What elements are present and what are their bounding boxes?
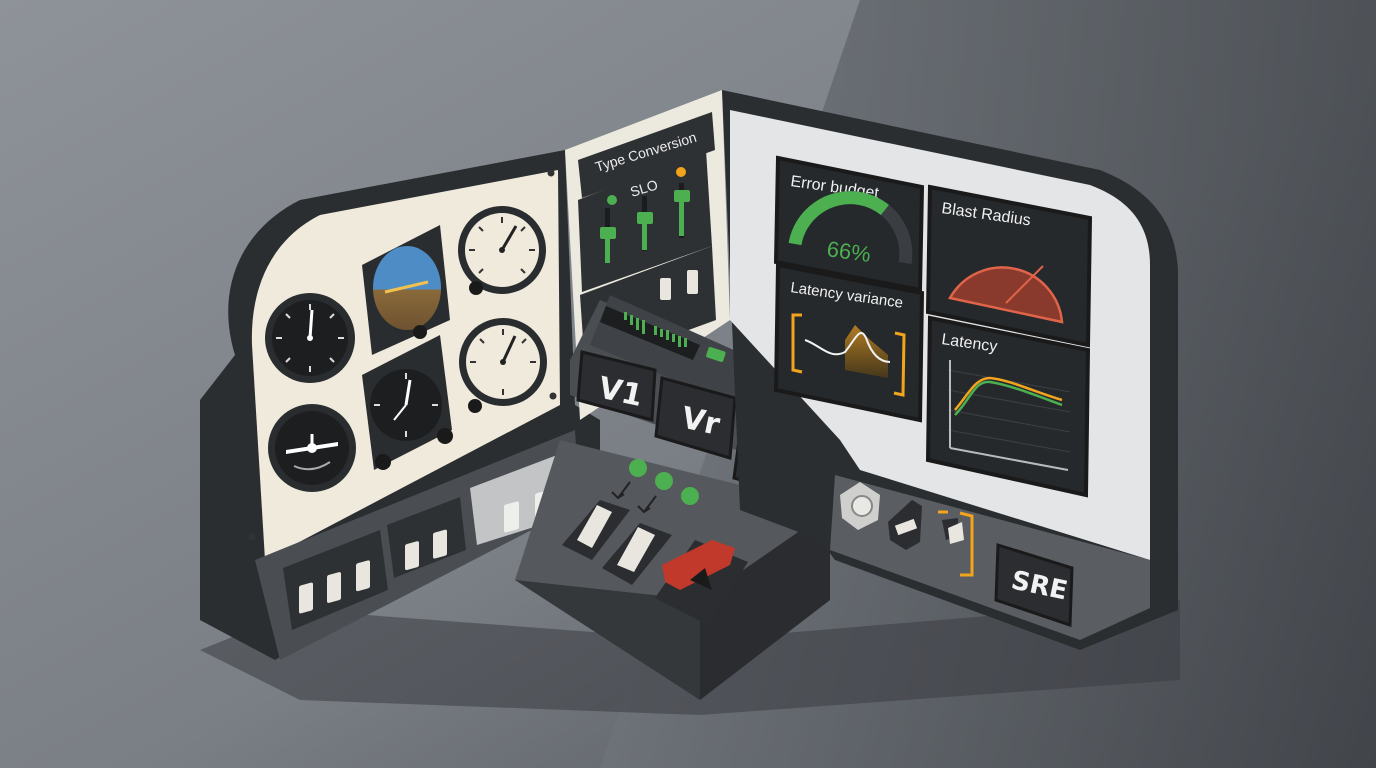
clock-gauge-icon <box>362 335 453 470</box>
indicator-light-icon <box>655 472 673 490</box>
error-budget-gauge-fill <box>788 191 913 265</box>
slo-slider[interactable] <box>600 208 616 263</box>
blast-radius-gauge <box>948 266 1064 324</box>
screw <box>549 392 557 400</box>
toggle-switch-icon[interactable] <box>687 270 698 294</box>
slo-slider[interactable] <box>674 183 690 238</box>
screw <box>547 169 555 177</box>
slo-slider[interactable] <box>637 196 653 251</box>
attitude-indicator-icon <box>362 225 450 355</box>
vr-button-label: Vr <box>678 401 723 443</box>
rotary-knob[interactable] <box>840 482 880 530</box>
toggle-switch-icon[interactable] <box>938 510 974 577</box>
turn-coordinator-icon <box>268 404 356 492</box>
toggle-switch-icon[interactable] <box>356 560 370 592</box>
vr-button[interactable]: Vr <box>654 376 737 460</box>
blast-radius-screen: Blast Radius <box>925 184 1093 348</box>
toggle-switch-icon[interactable] <box>327 572 341 604</box>
latency-screen: Latency <box>925 315 1091 498</box>
screw <box>248 533 256 541</box>
indicator-light-icon <box>629 459 647 477</box>
indicator-light-icon <box>676 167 686 177</box>
latency-variance-screen: Latency variance <box>773 262 925 423</box>
toggle-switch-icon[interactable] <box>504 501 519 533</box>
arrow-icon <box>611 481 631 500</box>
arrow-icon <box>637 495 657 514</box>
toggle-switch-icon[interactable] <box>888 500 922 550</box>
sre-button[interactable]: SRE <box>994 542 1074 628</box>
toggle-switch-icon[interactable] <box>405 541 419 571</box>
indicator-light-icon <box>706 346 726 362</box>
altimeter-icon <box>265 293 355 383</box>
vsi-icon <box>459 318 547 413</box>
indicator-light-icon <box>607 195 617 205</box>
error-budget-screen: Error budget 66% <box>773 155 925 293</box>
slo-label: SLO <box>628 176 660 200</box>
toggle-switch-icon[interactable] <box>562 500 630 560</box>
toggle-switch-icon[interactable] <box>602 523 672 585</box>
toggle-switch-icon[interactable] <box>299 582 313 614</box>
guarded-switch-icon[interactable] <box>655 540 748 625</box>
airspeed-icon <box>458 206 546 295</box>
toggle-switch-icon[interactable] <box>433 529 447 559</box>
indicator-light-icon <box>681 487 699 505</box>
error-budget-value: 66% <box>825 236 872 267</box>
v1-button[interactable]: V1 <box>576 350 657 422</box>
level-meter-bars <box>624 312 687 347</box>
toggle-switch-icon[interactable] <box>660 278 671 300</box>
